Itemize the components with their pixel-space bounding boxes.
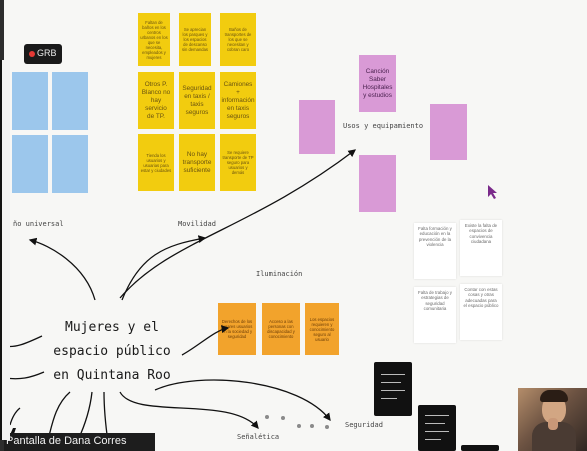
arrow-to-movilidad (121, 235, 207, 301)
yellow-sticky-note[interactable]: Faltan de baños en los centros urbanos e… (138, 13, 170, 66)
arrow-left-mid (9, 407, 21, 426)
white-note-card[interactable]: Falta de trabajo y estrategias de seguri… (414, 287, 456, 343)
label-disenio-universal: ño universal (13, 220, 64, 228)
recording-label: GRB (37, 48, 57, 58)
pink-sticky-note[interactable]: Canción Saber Hospitales y estudios (359, 55, 396, 112)
pink-sticky-note[interactable] (430, 104, 467, 160)
arrow-to-disenio-universal (28, 237, 96, 301)
label-usos-equipamiento: Usos y equipamiento (343, 122, 424, 130)
orange-sticky-note[interactable]: Acceso a las personas con discapacidad y… (262, 303, 300, 355)
center-title-line: espacio público (53, 344, 171, 359)
screen-share-bar: Pantalla de Dana Corres (0, 425, 155, 451)
arrow-to-iluminacion (181, 325, 230, 356)
black-card[interactable] (374, 362, 412, 416)
label-seguridad: Seguridad (345, 421, 383, 429)
yellow-sticky-note[interactable]: Otros P. Blanco no hay servicio de TP. (138, 72, 174, 129)
label-senaletica: Señalética (237, 433, 280, 441)
arrow-to-senaletica (119, 391, 259, 429)
center-title: Mujeres y el espacio público en Quintana… (38, 316, 186, 388)
participant-video[interactable] (518, 388, 587, 451)
arrow-left-lower (4, 371, 45, 380)
pink-sticky-note[interactable] (299, 100, 335, 154)
arrow-to-usos (119, 149, 357, 299)
white-note-card[interactable]: Contar con estas cosas y otras adecuadas… (460, 284, 502, 340)
left-edge-frame (0, 60, 10, 440)
center-title-line: en Quintana Roo (53, 368, 171, 383)
white-note-card[interactable]: Falta formación y educación en la preven… (414, 223, 456, 279)
screen-share-label: Pantalla de Dana Corres (6, 435, 127, 447)
orange-sticky-note[interactable]: Los espacios requieren y conocimiento se… (305, 303, 339, 355)
arrow-left-upper (4, 335, 43, 348)
arrow-to-seguridad (154, 379, 331, 422)
cursor-arrow-icon (488, 185, 497, 199)
recording-badge: GRB (24, 44, 62, 64)
yellow-sticky-note[interactable]: Tienda los usuarios y usuarias para esta… (138, 134, 174, 191)
blue-sticky-note[interactable] (52, 72, 88, 130)
participant-hand (548, 418, 558, 430)
black-card[interactable] (418, 405, 456, 451)
screen-share-label-bg (0, 433, 155, 451)
label-movilidad: Movilidad (178, 220, 216, 228)
label-iluminacion: Iluminación (256, 270, 303, 278)
pink-sticky-note[interactable] (359, 155, 396, 212)
yellow-sticky-note[interactable]: Baños de transportes de los que se neces… (220, 13, 256, 66)
blue-sticky-note[interactable] (52, 135, 88, 193)
blue-sticky-note[interactable] (12, 135, 48, 193)
blue-sticky-note[interactable] (12, 72, 48, 130)
yellow-sticky-note[interactable]: Seguridad en taxis / taxis seguros (179, 72, 215, 129)
yellow-sticky-note[interactable]: Camiones + información en taxis seguros (220, 72, 256, 129)
record-dot-icon (29, 51, 35, 57)
yellow-sticky-note[interactable]: Se requiere transporte de TP seguro para… (220, 134, 256, 191)
center-title-line: Mujeres y el (65, 320, 159, 335)
white-note-card[interactable]: Existe la falta de espacios de convivenc… (460, 220, 502, 276)
participant-hair (540, 390, 568, 402)
yellow-sticky-note[interactable]: Se aprecian los parques y los espacios d… (179, 13, 211, 66)
yellow-sticky-note[interactable]: No hay transporte suficiente (179, 134, 215, 191)
black-card[interactable] (461, 445, 499, 451)
